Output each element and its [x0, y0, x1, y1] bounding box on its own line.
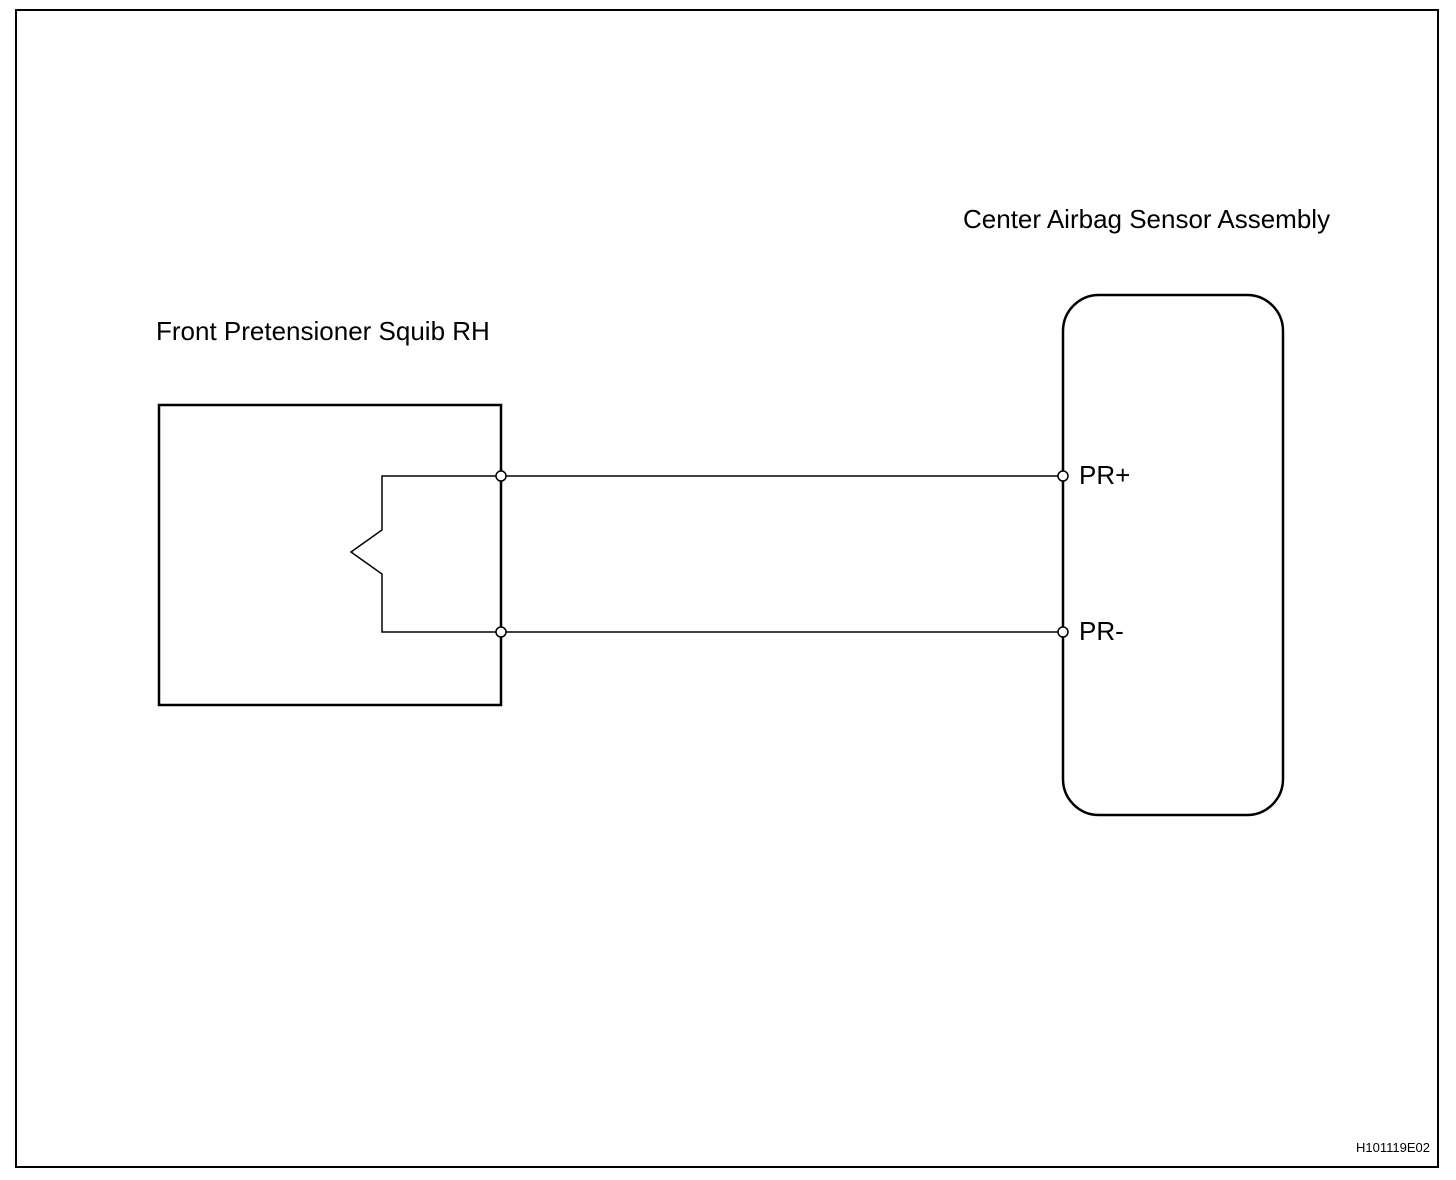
squib-component: Front Pretensioner Squib RH [156, 316, 503, 707]
pin-label-pr-plus: PR+ [1079, 460, 1130, 490]
squib-terminal-bottom [495, 626, 507, 638]
squib-element-symbol [349, 475, 501, 633]
squib-box [157, 403, 503, 707]
pin-label-pr-minus: PR- [1079, 616, 1124, 646]
figure-code: H101119E02 [1356, 1140, 1430, 1155]
sensor-component: Center Airbag Sensor Assembly PR+ PR- [963, 204, 1330, 817]
sensor-terminal-pr-minus [1057, 626, 1069, 638]
sensor-label: Center Airbag Sensor Assembly [963, 204, 1330, 234]
squib-terminal-top [495, 470, 507, 482]
sensor-box [1061, 293, 1285, 817]
diagram-frame [15, 9, 1439, 1168]
sensor-terminal-pr-plus [1057, 470, 1069, 482]
squib-label: Front Pretensioner Squib RH [156, 316, 490, 346]
